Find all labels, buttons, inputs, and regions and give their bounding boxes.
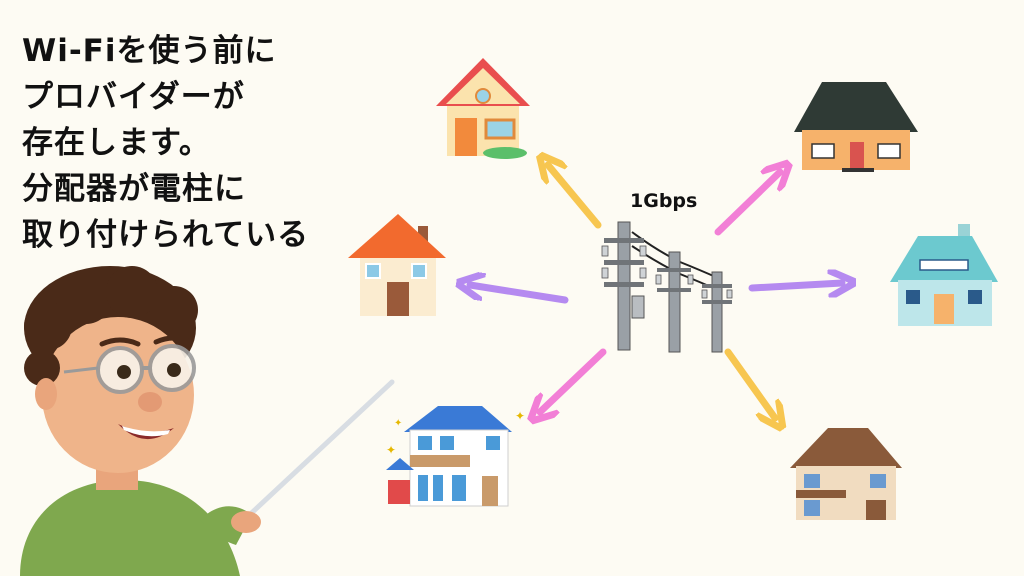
svg-text:✦: ✦ xyxy=(394,418,402,429)
house-bottom-left: ✦ ✦ ✦ xyxy=(386,406,525,507)
arrow-to-house-top-right xyxy=(714,172,780,236)
headline-line-3: 存在します。 xyxy=(22,125,211,161)
house-top-right xyxy=(794,82,918,172)
house-right xyxy=(890,224,998,326)
arrow-to-house-left xyxy=(470,285,569,304)
arrow-to-house-right xyxy=(748,283,842,288)
pointer-stick xyxy=(241,379,395,523)
headline-line-4: 分配器が電柱に xyxy=(22,171,246,207)
svg-text:✦: ✦ xyxy=(515,409,525,423)
splitter-box xyxy=(631,295,645,319)
house-bottom-right xyxy=(790,428,902,520)
arrow-to-house-top-left xyxy=(548,165,602,229)
arrow-to-house-bottom-left xyxy=(540,348,607,412)
headline-line-1: Wi-Fiを使う前に xyxy=(22,33,277,69)
teacher-character xyxy=(20,266,395,576)
house-top-left xyxy=(436,58,530,159)
arrow-to-house-bottom-right xyxy=(724,348,775,418)
headline-text: Wi-Fiを使う前に プロバイダーが 存在します。 分配器が電柱に 取り付けられ… xyxy=(22,28,362,258)
headline-line-5: 取り付けられている xyxy=(22,217,310,253)
svg-text:✦: ✦ xyxy=(386,443,396,457)
house-left xyxy=(348,214,446,316)
utility-poles xyxy=(601,221,733,353)
bandwidth-label: 1Gbps xyxy=(630,190,698,212)
headline-line-2: プロバイダーが xyxy=(22,79,245,115)
